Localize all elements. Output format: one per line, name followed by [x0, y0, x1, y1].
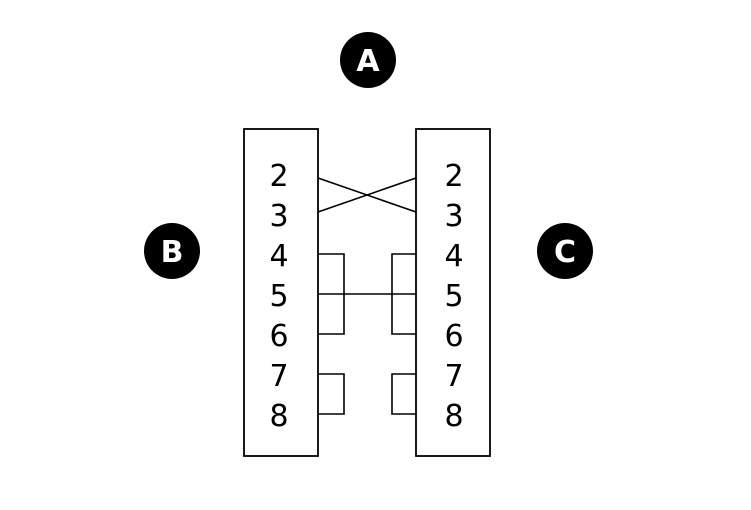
left-pin-4: 4: [269, 239, 288, 274]
label-a-text: A: [356, 44, 380, 79]
wire-left3-right2: [317, 177, 417, 213]
right-pin-3: 3: [444, 199, 463, 234]
right-pin-7: 7: [444, 359, 463, 394]
right-pin-6: 6: [444, 319, 463, 354]
loopback-right-7-8: [391, 373, 416, 415]
label-badge-c: C: [537, 223, 593, 279]
label-badge-b: B: [144, 223, 200, 279]
left-connector-box: [243, 128, 319, 457]
right-pin-2: 2: [444, 159, 463, 194]
left-pin-5: 5: [269, 279, 288, 314]
left-pin-6: 6: [269, 319, 288, 354]
label-badge-a: A: [340, 32, 396, 88]
left-pin-2: 2: [269, 159, 288, 194]
label-b-text: B: [161, 235, 184, 270]
left-pin-8: 8: [269, 399, 288, 434]
label-c-text: C: [554, 235, 576, 270]
left-pin-list: 2 3 4 5 6 7 8: [269, 159, 288, 434]
right-connector-box: [415, 128, 491, 457]
right-pin-5: 5: [444, 279, 463, 314]
left-pin-3: 3: [269, 199, 288, 234]
right-pin-8: 8: [444, 399, 463, 434]
right-pin-4: 4: [444, 239, 463, 274]
right-pin-list: 2 3 4 5 6 7 8: [444, 159, 463, 434]
left-pin-7: 7: [269, 359, 288, 394]
loopback-left-7-8: [318, 373, 345, 415]
